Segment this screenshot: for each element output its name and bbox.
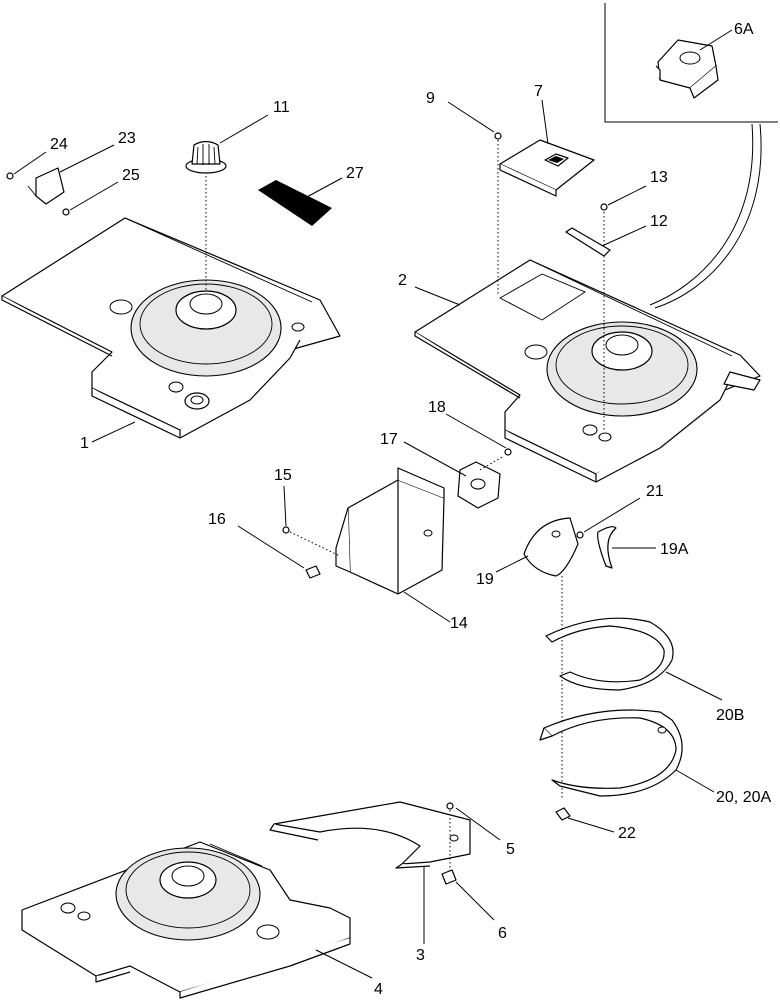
part-15-screw	[282, 526, 290, 534]
callout-17: 17	[380, 431, 398, 448]
callout-6a: 6A	[734, 21, 754, 38]
callout-13: 13	[650, 169, 668, 186]
part-22-clip	[555, 807, 571, 821]
part-18-screw	[504, 448, 512, 456]
callout-27: 27	[346, 165, 364, 182]
callout-12: 12	[650, 213, 668, 230]
callout-25: 25	[122, 167, 140, 184]
part-23-bracket	[27, 167, 65, 205]
part-24-screw	[6, 172, 14, 180]
callout-21: 21	[646, 483, 664, 500]
callout-5: 5	[506, 841, 515, 858]
callout-6: 6	[498, 925, 507, 942]
callout-15: 15	[274, 467, 292, 484]
part-16-clip	[305, 565, 321, 579]
part-12-strap	[565, 227, 611, 257]
part-21-screw	[576, 531, 584, 539]
callout-1: 1	[80, 435, 89, 452]
part-4-lower-panel	[21, 841, 351, 999]
callout-20b: 20B	[716, 707, 744, 724]
callout-3: 3	[416, 947, 425, 964]
part-3-cover-plate	[269, 801, 471, 869]
callout-16: 16	[208, 511, 226, 528]
callout-14: 14	[450, 615, 468, 632]
part-7-plate	[499, 139, 595, 197]
callout-19: 19	[476, 571, 494, 588]
part-11-knob	[185, 140, 227, 174]
callout-20: 20, 20A	[716, 789, 771, 806]
callout-9: 9	[426, 90, 435, 107]
callout-18: 18	[428, 399, 446, 416]
part-25-nut	[62, 208, 70, 216]
part-6-nut	[441, 869, 457, 885]
part-9-screw	[494, 132, 502, 140]
part-14-shield	[335, 467, 445, 595]
callout-19a: 19A	[660, 541, 689, 558]
part-20b-ring	[545, 617, 674, 691]
part-19a-strip	[597, 526, 617, 569]
part-2-upper-panel	[414, 140, 761, 483]
callout-23: 23	[118, 130, 136, 147]
part-19-cover	[523, 517, 579, 577]
inset-detail-6a: 6A	[604, 3, 778, 309]
part-13-screw	[600, 203, 608, 211]
callout-22: 22	[618, 825, 636, 842]
part-17-bracket	[457, 461, 501, 509]
part-20-housing	[539, 709, 683, 797]
callout-2: 2	[398, 272, 407, 289]
callout-11: 11	[273, 99, 290, 116]
part-1-upper-panel	[1, 172, 341, 439]
part-6a-clip-nut	[655, 39, 719, 99]
callout-4: 4	[374, 981, 383, 998]
callout-7: 7	[534, 83, 543, 100]
part-27-decal	[258, 180, 332, 226]
callout-24: 24	[50, 136, 68, 153]
part-5-screw	[446, 802, 454, 810]
